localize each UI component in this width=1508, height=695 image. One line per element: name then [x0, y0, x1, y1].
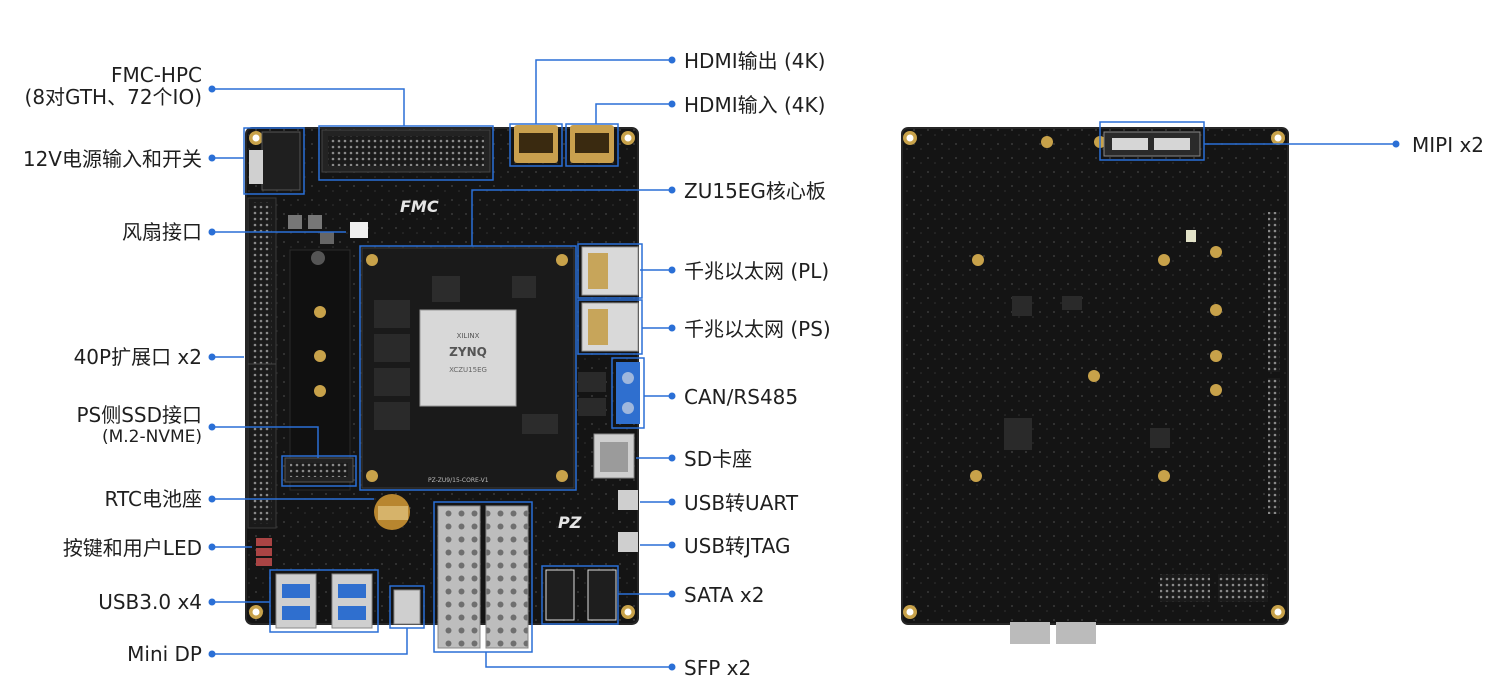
mounting-holes — [249, 131, 635, 619]
can-terminals — [578, 362, 640, 424]
usb-uart-port — [618, 490, 638, 510]
label-rtc: RTC电池座 — [104, 487, 202, 511]
label-mipi: MIPI x2 — [1412, 133, 1485, 157]
zynq-chip — [419, 309, 517, 407]
back-board — [901, 127, 1289, 644]
label-sfp: SFP x2 — [684, 656, 752, 680]
svg-text:PZ: PZ — [558, 513, 582, 532]
sata-ports — [545, 569, 617, 621]
m2-slot — [284, 249, 354, 491]
power-jack — [261, 131, 301, 191]
sfp-cages — [437, 505, 529, 649]
label-fmc-detail: (8对GTH、72个IO) — [24, 85, 202, 109]
svg-text:PZ-ZU9/15-CORE-V1: PZ-ZU9/15-CORE-V1 — [428, 477, 489, 484]
callout-dots-right — [668, 56, 1400, 671]
svg-text:XILINX: XILINX — [457, 332, 480, 340]
label-minidp: Mini DP — [127, 642, 202, 666]
callout-dots-left — [208, 85, 216, 658]
label-hdmi-in: HDMI输入 (4K) — [684, 93, 826, 117]
minidp-port — [393, 589, 421, 625]
label-ext40p: 40P扩展口 x2 — [73, 345, 202, 369]
fmc-connector: FMC — [321, 129, 491, 216]
label-can: CAN/RS485 — [684, 385, 799, 409]
label-ssd-title: PS侧SSD接口 — [76, 403, 202, 427]
label-core: ZU15EG核心板 — [684, 179, 826, 203]
fmc-silk-logo: FMC — [400, 197, 439, 216]
label-fmc-title: FMC-HPC — [110, 63, 202, 87]
label-sd: SD卡座 — [684, 447, 753, 471]
svg-text:XCZU15EG: XCZU15EG — [449, 366, 487, 374]
front-board: FMC — [245, 125, 640, 649]
label-ssd-detail: (M.2-NVME) — [101, 427, 202, 447]
label-jtag: USB转JTAG — [684, 534, 791, 558]
label-ssd: PS侧SSD接口 (M.2-NVME) — [76, 404, 202, 448]
label-sata: SATA x2 — [684, 583, 765, 607]
usb3-ports — [275, 573, 373, 629]
core-board: XILINX ZYNQ XCZU15EG PZ-ZU9/15-CORE-V1 — [361, 247, 575, 489]
label-keys: 按键和用户LED — [62, 536, 202, 560]
ethernet-jacks — [581, 246, 639, 352]
label-usb3: USB3.0 x4 — [98, 590, 202, 614]
label-eth-pl: 千兆以太网 (PL) — [684, 259, 830, 283]
label-uart: USB转UART — [684, 491, 799, 515]
callouts-right — [359, 59, 1396, 668]
usb-jtag-port — [618, 532, 638, 552]
svg-text:ZYNQ: ZYNQ — [449, 345, 487, 359]
label-fan: 风扇接口 — [122, 220, 202, 244]
label-fmc: FMC-HPC (8对GTH、72个IO) — [25, 64, 202, 108]
hdmi-connectors — [514, 125, 614, 163]
buttons-leds — [256, 538, 272, 566]
fan-connector — [350, 222, 368, 238]
label-eth-ps: 千兆以太网 (PS) — [684, 317, 831, 341]
ext-headers-40p — [247, 197, 277, 529]
label-hdmi-out: HDMI输出 (4K) — [684, 49, 826, 73]
rtc-holder — [374, 494, 410, 530]
callouts-left — [212, 88, 494, 655]
label-power: 12V电源输入和开关 — [22, 147, 202, 171]
